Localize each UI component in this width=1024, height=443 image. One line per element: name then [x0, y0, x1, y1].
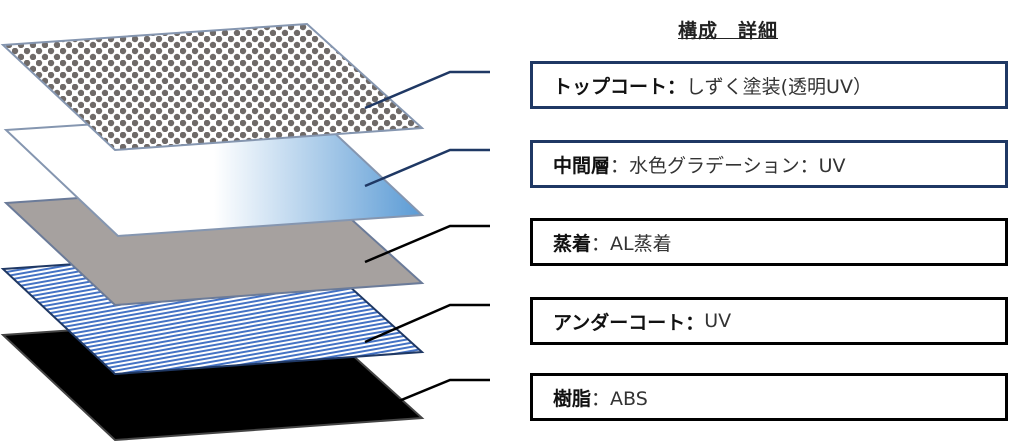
leader-line-resin [364, 378, 490, 417]
leader-lines [364, 70, 490, 417]
diagram-title: 構成 詳細 [678, 20, 779, 42]
leader-line-aluminum [364, 224, 490, 264]
layer-topcoat [0, 22, 425, 152]
detail-box-undercoat: アンダーコート：UV [530, 297, 1008, 345]
detail-box-resin: 樹脂：ABS [530, 373, 1008, 421]
layer-label: 中間層 [553, 154, 611, 177]
leader-line-undercoat [364, 303, 490, 344]
leader-line-middle [364, 148, 490, 188]
layer-label: 蒸着 [553, 232, 592, 255]
layer-label: アンダーコート： [553, 311, 705, 334]
detail-box-middle: 中間層：水色グラデーション：UV [530, 140, 1008, 188]
layer-value: しずく塗装(透明UV） [686, 75, 872, 98]
leader-line-topcoat [364, 70, 490, 110]
layer-value: ：水色グラデーション：UV [610, 154, 846, 177]
layer-label: 樹脂 [553, 387, 592, 410]
detail-box-aluminum: 蒸着：AL蒸着 [530, 218, 1008, 266]
layer-value: ：AL蒸着 [591, 232, 672, 255]
detail-box-topcoat: トップコート：しずく塗装(透明UV） [530, 61, 1008, 109]
layer-label: トップコート： [553, 75, 687, 98]
layer-value: UV [704, 310, 732, 332]
layer-value: ：ABS [591, 387, 648, 410]
